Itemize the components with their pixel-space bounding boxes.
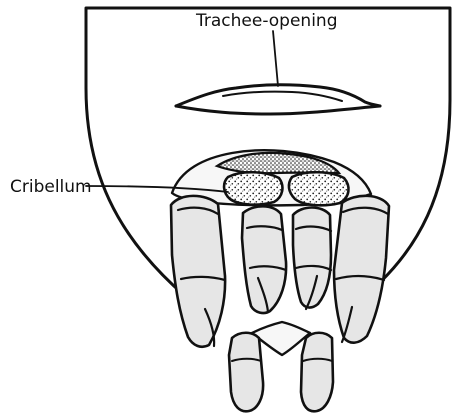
left-outer-spinneret [171,196,225,347]
trachee-opening-leader [273,31,278,86]
right-lower-spinneret [301,333,333,412]
cribellum-right-plate [289,172,349,205]
trachee-opening-shape [176,85,380,114]
trachee-opening-label: Trachee-opening [195,11,338,31]
right-outer-spinneret [334,196,389,343]
left-lower-spinneret [229,333,263,412]
cribellum-left-plate [224,172,282,204]
cribellum-label: Cribellum [10,177,92,197]
